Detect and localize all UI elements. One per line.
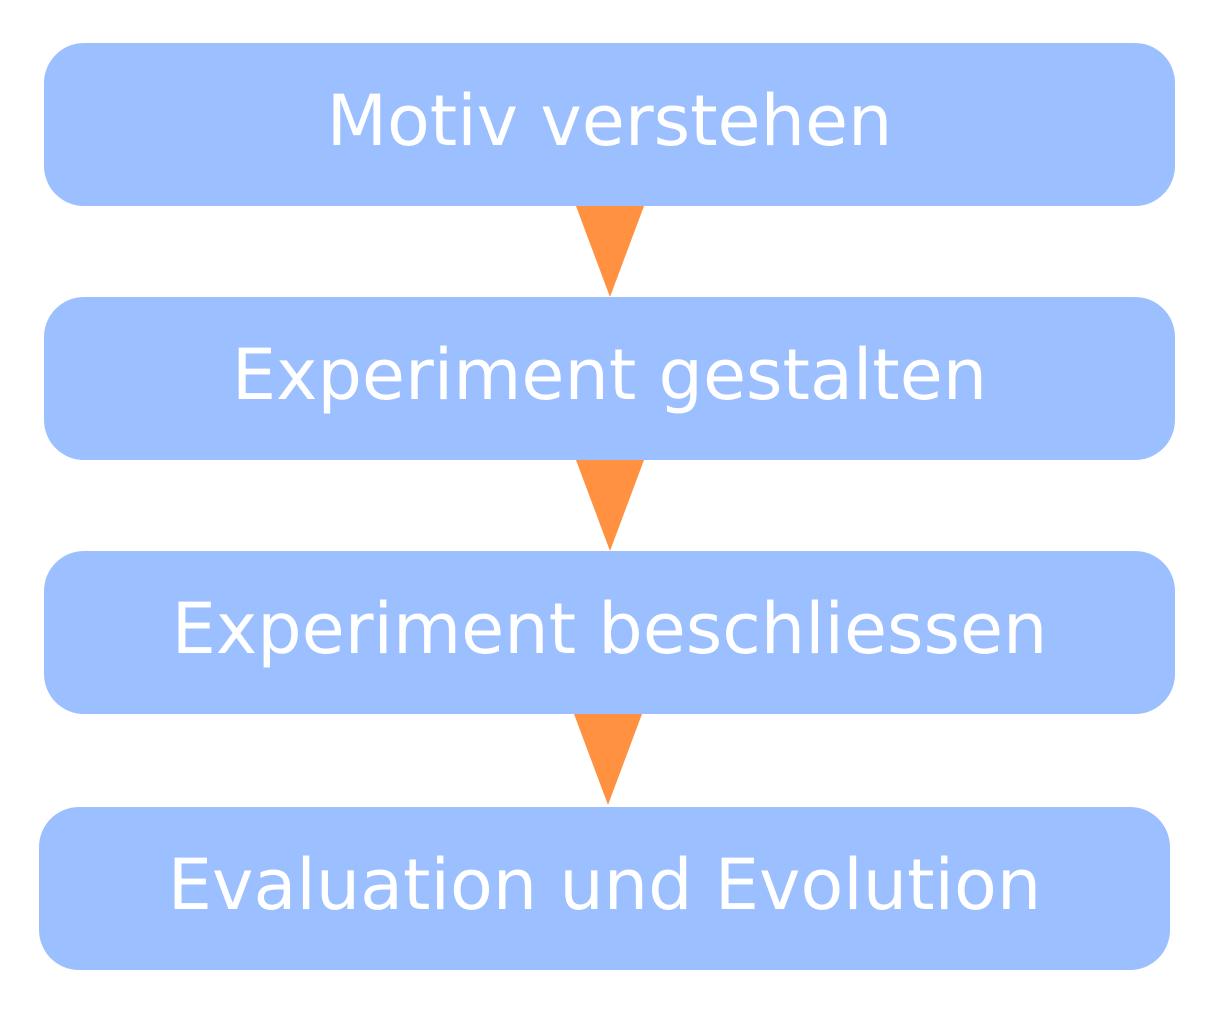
step-box-experiment-beschliessen: Experiment beschliessen [44,551,1175,714]
step-label: Evaluation und Evolution [167,843,1042,926]
step-box-evaluation-und-evolution: Evaluation und Evolution [39,807,1170,970]
step-box-experiment-gestalten: Experiment gestalten [44,297,1175,460]
step-label: Experiment beschliessen [171,587,1048,670]
step-label: Motiv verstehen [326,79,893,162]
down-arrow-icon [574,714,642,805]
step-box-motiv-verstehen: Motiv verstehen [44,43,1175,206]
step-label: Experiment gestalten [231,333,988,416]
down-arrow-icon [576,460,644,551]
down-arrow-icon [576,206,644,297]
